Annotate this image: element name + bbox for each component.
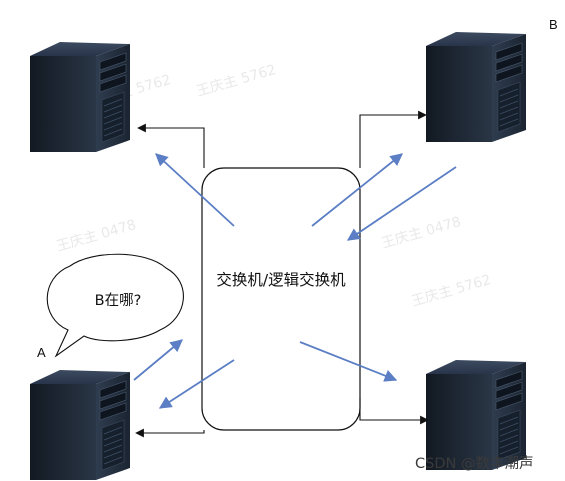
switch-box (201, 167, 361, 431)
source-credit: CSDN @数丰潮声 (415, 456, 534, 472)
signal-arrow (299, 341, 398, 382)
host-label-a: A (37, 345, 46, 360)
signal-arrow (311, 153, 403, 227)
signal-arrow (133, 339, 183, 381)
signal-arrow (155, 153, 235, 227)
server-tower-icon (425, 31, 527, 143)
switch-label: 交换机/逻辑交换机 (216, 271, 346, 289)
signal-arrow (158, 359, 235, 409)
server-tower-icon (29, 369, 131, 481)
speech-bubble-text: B在哪? (94, 293, 142, 309)
link-bottom-right (359, 398, 429, 425)
link-bottom-left (135, 428, 205, 438)
speech-bubble (46, 253, 184, 358)
server-tower-icon (29, 41, 131, 153)
link-top-right (359, 110, 427, 168)
link-top-left (137, 123, 205, 168)
signal-arrow (346, 166, 457, 241)
host-label-b: B (549, 17, 558, 32)
